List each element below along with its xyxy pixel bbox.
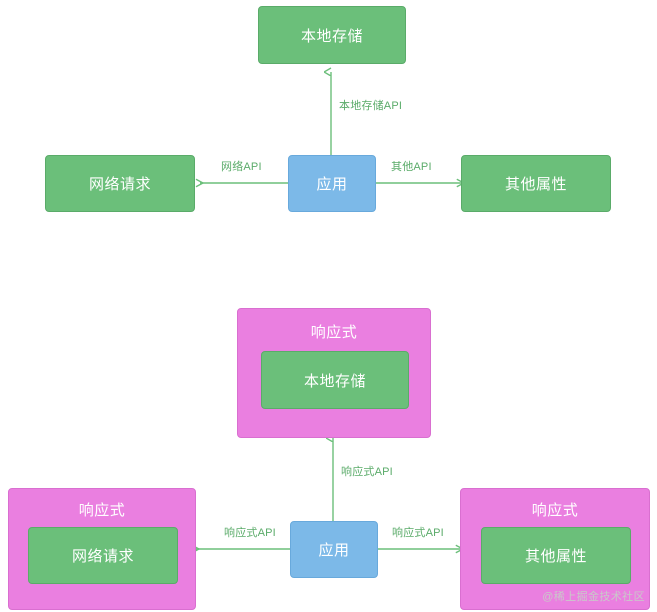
edge-label-bottom-other-api: 响应式API xyxy=(392,527,444,539)
edge-label-bottom-storage-api: 响应式API xyxy=(341,466,393,478)
node-label: 网络请求 xyxy=(88,176,151,193)
node-label: 应用 xyxy=(318,542,350,559)
node-label: 网络请求 xyxy=(71,548,134,565)
node-top-local-storage[interactable]: 本地存储 xyxy=(258,6,406,64)
group-reactive-local-storage[interactable]: 响应式 本地存储 xyxy=(237,308,431,438)
edge-label-bottom-network-api: 响应式API xyxy=(224,527,276,539)
group-reactive-other-props[interactable]: 响应式 其他属性 xyxy=(460,488,650,610)
node-label: 其他属性 xyxy=(504,176,567,193)
group-label: 响应式 xyxy=(78,502,126,519)
node-label: 本地存储 xyxy=(300,27,363,45)
edge-label-top-network-api: 网络API xyxy=(221,161,262,173)
node-top-network-request[interactable]: 网络请求 xyxy=(45,155,195,212)
edge-label-top-storage-api: 本地存储API xyxy=(339,100,403,112)
node-label: 其他属性 xyxy=(524,548,587,565)
group-label: 响应式 xyxy=(531,502,579,519)
node-top-other-props[interactable]: 其他属性 xyxy=(461,155,611,212)
node-label: 应用 xyxy=(316,176,348,193)
group-label: 响应式 xyxy=(310,324,358,341)
node-bottom-network-request[interactable]: 网络请求 xyxy=(28,527,178,584)
node-bottom-other-props[interactable]: 其他属性 xyxy=(481,527,631,584)
edge-label-top-other-api: 其他API xyxy=(391,161,432,173)
node-bottom-app[interactable]: 应用 xyxy=(290,521,378,578)
node-top-app[interactable]: 应用 xyxy=(288,155,376,212)
node-label: 本地存储 xyxy=(303,372,366,390)
group-reactive-network-request[interactable]: 响应式 网络请求 xyxy=(8,488,196,610)
node-bottom-local-storage[interactable]: 本地存储 xyxy=(261,351,409,409)
watermark: @稀上掘金技术社区 xyxy=(542,591,645,603)
